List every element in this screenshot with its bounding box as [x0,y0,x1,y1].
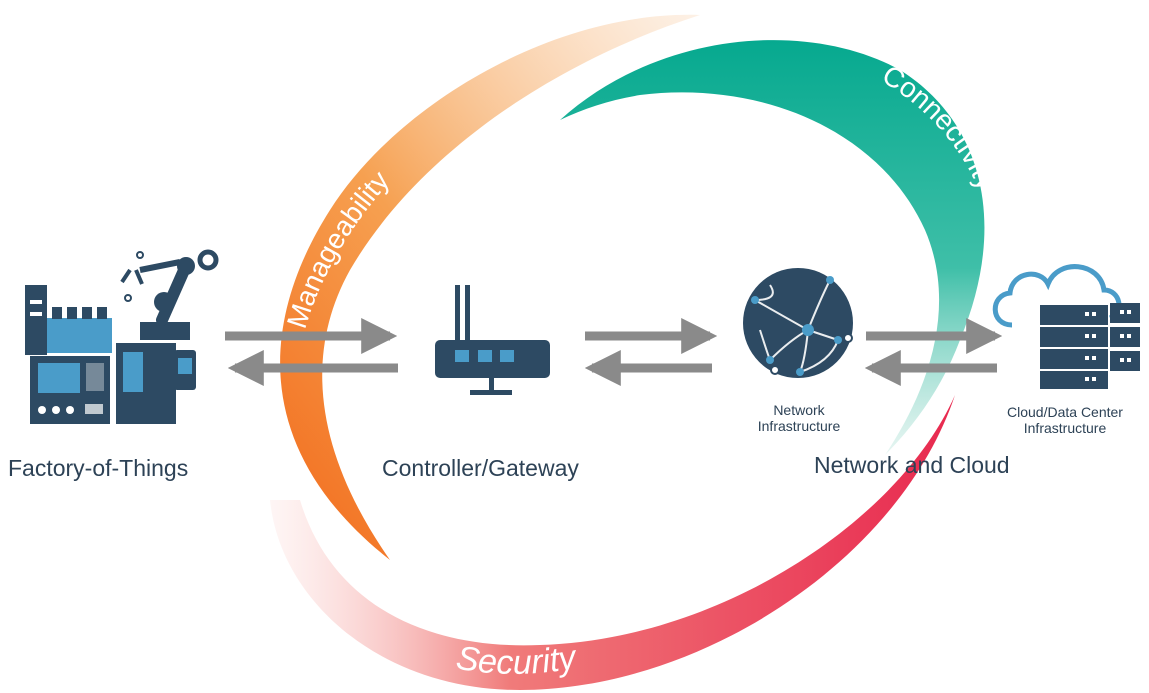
factory-machines-icon [25,249,219,424]
security-label: Security [454,638,581,682]
manageability-band [280,14,700,560]
cloud-datacenter-label: Cloud/Data Center Infrastructure [1007,404,1123,436]
connectivity-band [560,40,985,455]
router-icon [435,285,550,395]
manageability-label: Manageability [281,165,395,332]
factory-of-things-label: Factory-of-Things [8,455,189,481]
globe-icon [743,268,853,378]
network-and-cloud-label: Network and Cloud [814,452,1010,478]
controller-gateway-label: Controller/Gateway [382,455,579,481]
flow-arrows [225,318,1003,386]
cloud-server-icon [992,264,1140,389]
network-infrastructure-label: Network Infrastructure [757,402,841,434]
